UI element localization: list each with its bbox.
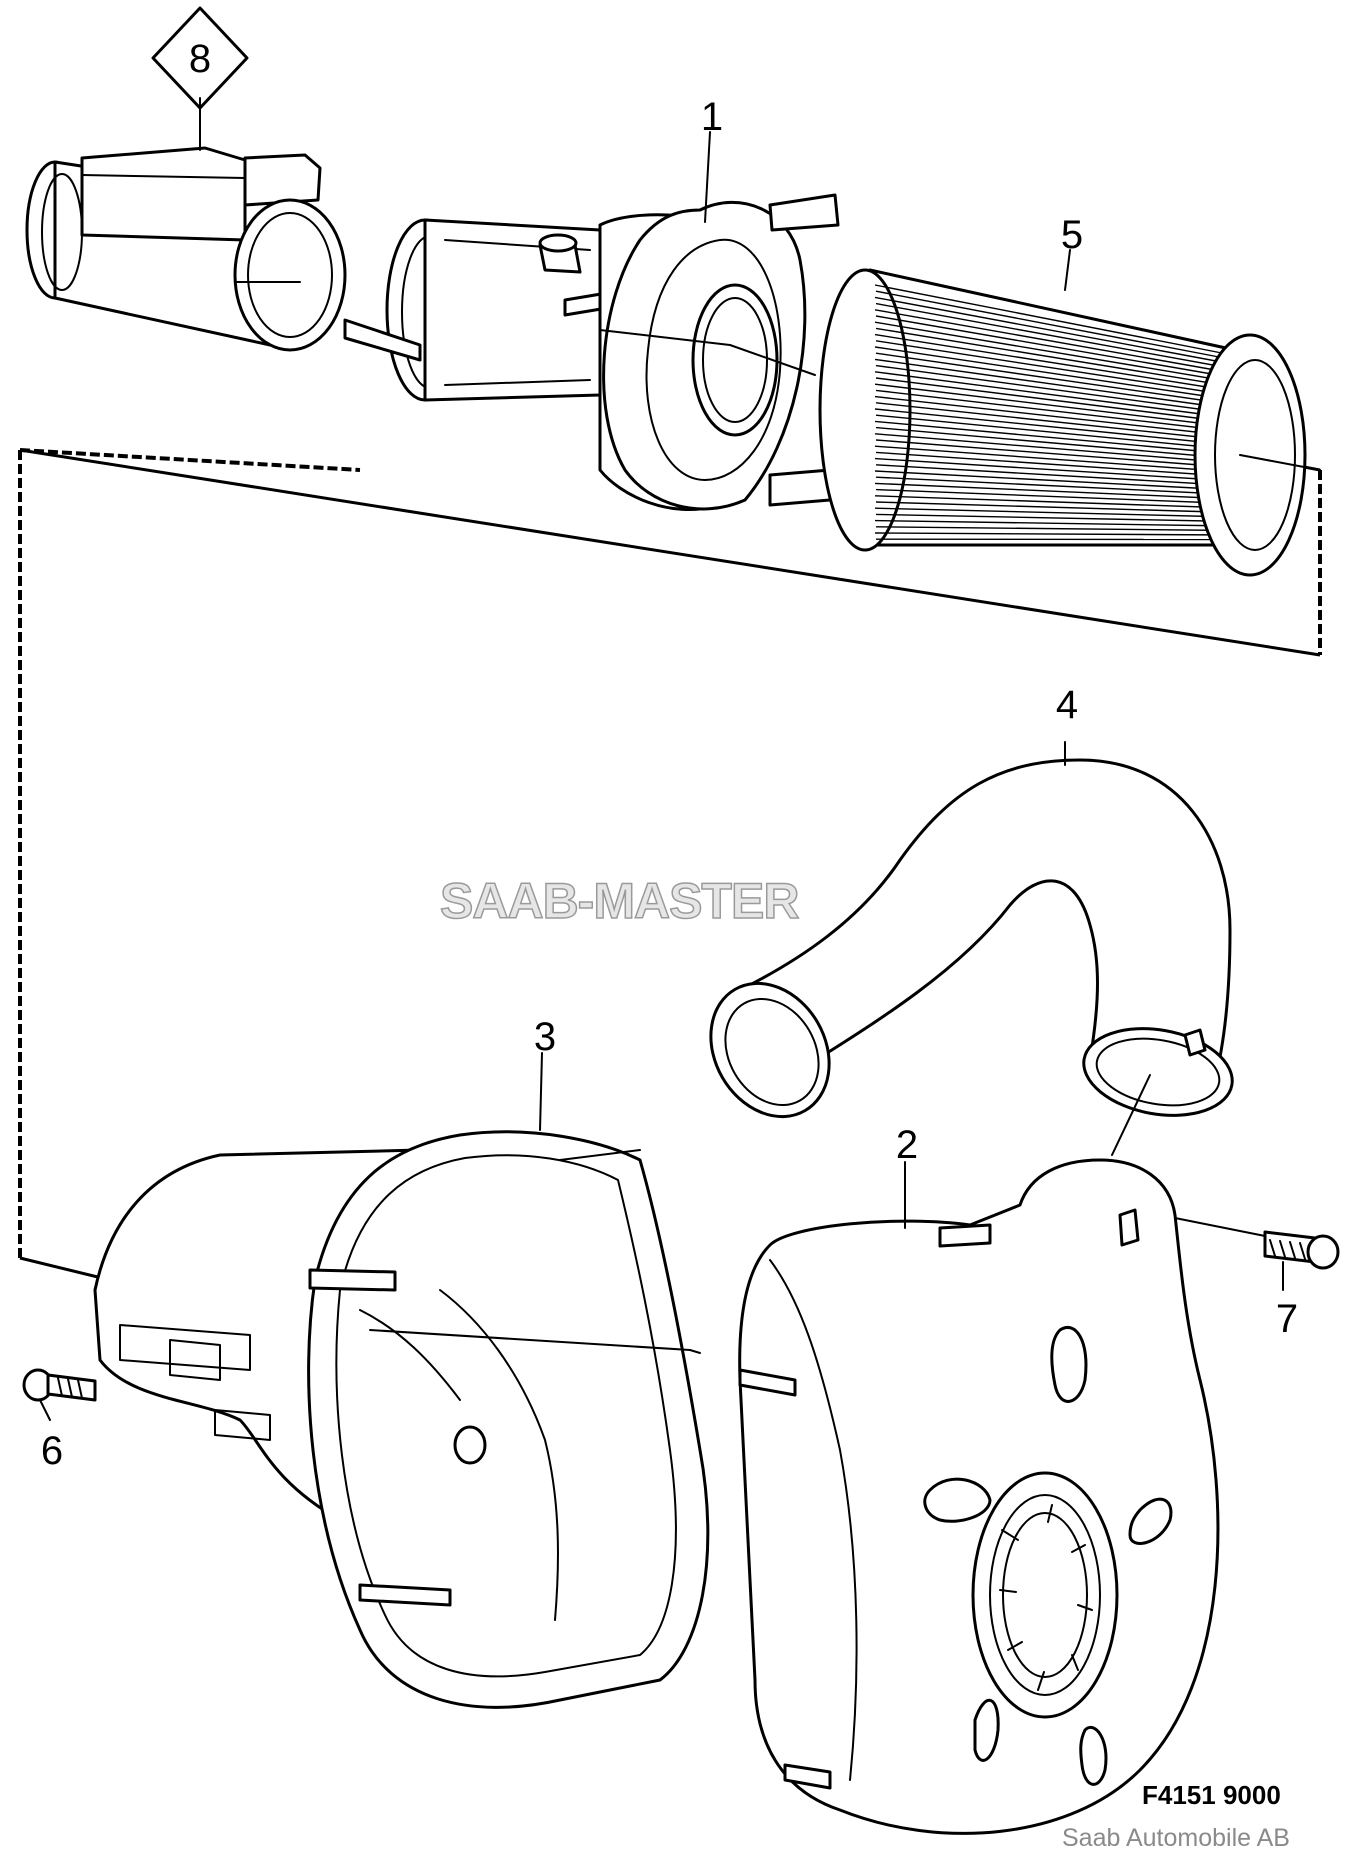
callout-5: 5 [1061, 213, 1083, 257]
credit-text: Saab Automobile AB [1062, 1824, 1290, 1852]
filter-pleat-line [874, 383, 1233, 428]
callout-leaders [39, 97, 1284, 1421]
filter-pleat-line [874, 420, 1233, 455]
watermark: SAAB-MASTER [440, 873, 799, 929]
filter-pleat-line [874, 433, 1233, 464]
filter-pleat-line [874, 470, 1233, 491]
filter-pleat-line [875, 340, 1233, 397]
filter-pleat-line [875, 426, 1233, 460]
filter-pleat-line [875, 315, 1233, 379]
callout-2: 2 [896, 1123, 918, 1167]
filter-pleat-line [874, 296, 1233, 365]
callout-4: 4 [1056, 683, 1078, 727]
filter-pleat-line [875, 476, 1233, 496]
filter-pleat-line [875, 488, 1233, 505]
filter-pleats [874, 284, 1233, 541]
filter-pleat-line [875, 302, 1233, 370]
filter-pleat-line [875, 327, 1233, 388]
part-air-box-cover [738, 1158, 1220, 1835]
filter-pleat-line [874, 371, 1233, 419]
filter-pleat-line [875, 501, 1233, 514]
filter-pleat-line [874, 358, 1233, 410]
filter-pleat-line [874, 395, 1233, 437]
filter-pleat-line [874, 445, 1233, 473]
callout-8: 8 [151, 6, 249, 110]
part-air-mass-meter [25, 146, 347, 352]
filter-pleat-line [875, 414, 1233, 451]
filter-pleat-line [874, 333, 1233, 392]
callout-6: 6 [41, 1429, 63, 1473]
part-air-filter-element [818, 268, 1321, 577]
part-bolt-6 [22, 1368, 97, 1402]
part-intake-hose [709, 758, 1234, 1156]
filter-pleat-line [874, 321, 1233, 383]
filter-pleat-line [874, 284, 1233, 356]
filter-pleat-line [875, 513, 1233, 523]
filter-pleat-line [875, 526, 1233, 532]
filter-pleat-line [874, 309, 1233, 374]
filter-pleat-line [874, 532, 1233, 536]
filter-pleat-line [875, 464, 1233, 487]
filter-pleat-line [875, 389, 1233, 433]
callout-1: 1 [701, 95, 723, 139]
filter-pleat-line [875, 402, 1233, 442]
filter-pleat-line [874, 495, 1233, 509]
part-intake-housing [343, 193, 840, 511]
filter-pleat-line [874, 507, 1233, 518]
filter-pleat-line [874, 457, 1233, 482]
filter-pleat-line [875, 352, 1233, 406]
filter-pleat-line [874, 482, 1233, 500]
filter-pleat-line [874, 346, 1233, 401]
filter-pleat-line [874, 408, 1233, 446]
filter-pleat-line [875, 364, 1233, 415]
callout-7: 7 [1276, 1297, 1298, 1341]
filter-pleat-line [875, 451, 1233, 478]
figure-code: F4151 9000 [1142, 1780, 1281, 1810]
filter-pleat-line [875, 377, 1233, 424]
filter-pleat-line [875, 290, 1233, 361]
part-bolt-7 [1174, 1217, 1340, 1270]
part-air-box-lower [93, 1130, 710, 1709]
callout-3: 3 [534, 1015, 556, 1059]
filter-pleat-line [874, 519, 1233, 527]
svg-text:8: 8 [189, 37, 211, 81]
filter-pleat-line [875, 439, 1233, 469]
